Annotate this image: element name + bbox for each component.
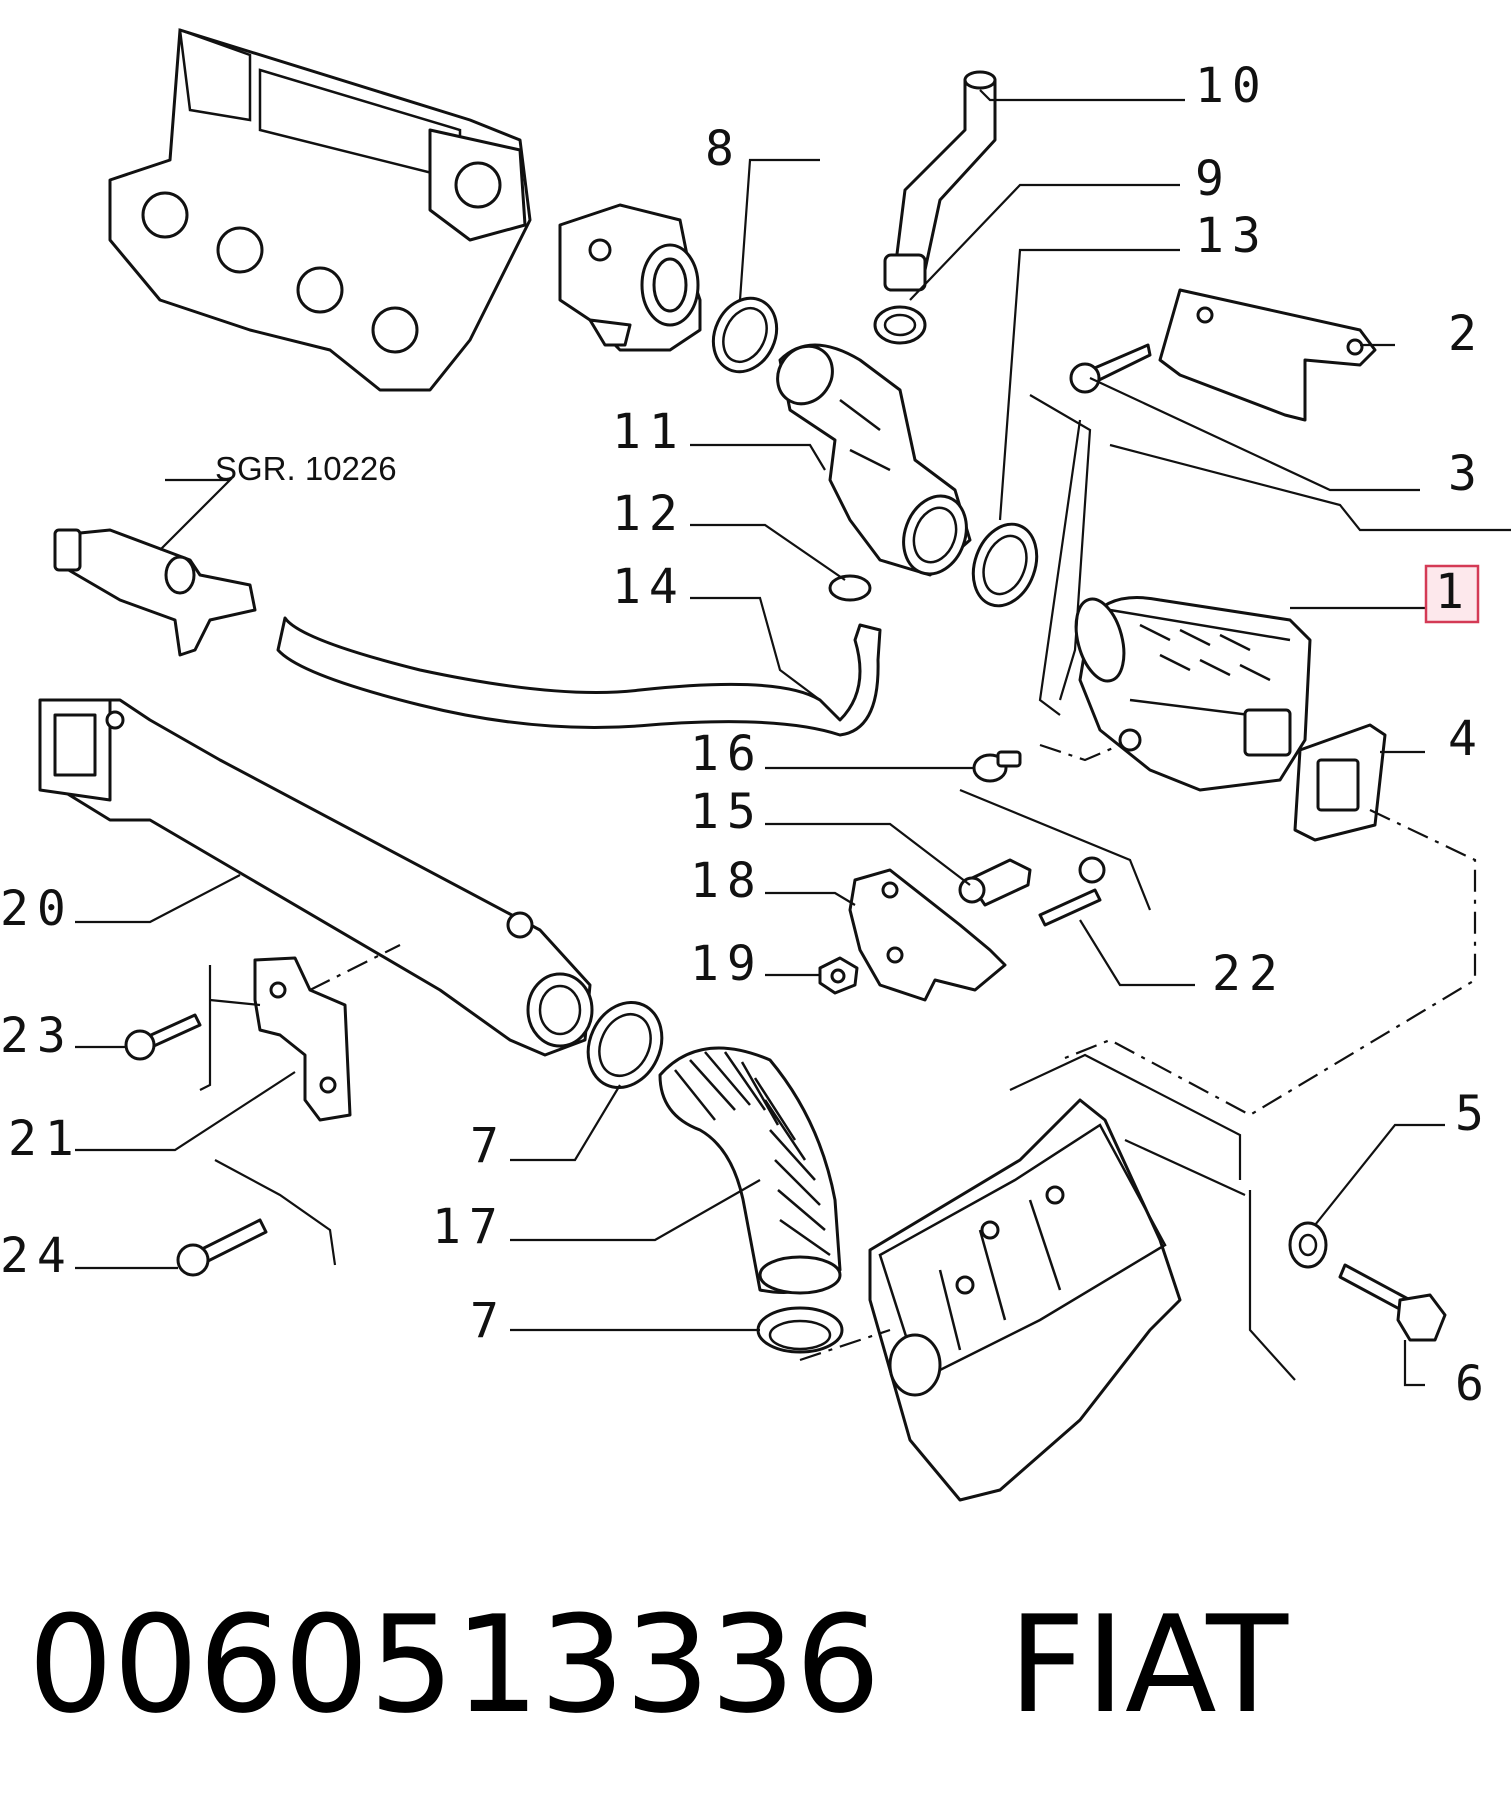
part-footer: 0060513336 FIAT — [28, 1590, 1288, 1740]
callout-20[interactable]: 20 — [0, 881, 74, 937]
callout-14[interactable]: 14 — [612, 559, 686, 615]
throttle-body — [558, 203, 702, 352]
callout-21[interactable]: 21 — [8, 1111, 82, 1167]
bracket-18 — [848, 868, 1007, 1002]
leader-lines — [75, 89, 1511, 1387]
breather-hose-10 — [883, 70, 997, 292]
intake-manifold — [108, 28, 532, 392]
gasket-4 — [1293, 723, 1387, 842]
highlight-box-callout-1 — [1424, 564, 1480, 624]
brand-name: FIAT — [1008, 1587, 1289, 1743]
hose-clamp-9 — [873, 305, 927, 345]
callout-17[interactable]: 17 — [432, 1199, 506, 1255]
bracket-21 — [253, 956, 352, 1122]
injector-sgr — [53, 528, 257, 657]
callout-23[interactable]: 23 — [0, 1008, 74, 1064]
hose-clamp-7-lower — [756, 1306, 844, 1354]
screw-3 — [1069, 343, 1152, 394]
hose-clamp-7-upper — [586, 1000, 664, 1090]
hose-clamp-13 — [971, 522, 1039, 608]
sensor-16 — [972, 750, 1022, 783]
screw-6 — [1338, 1263, 1447, 1342]
clip-12 — [828, 574, 872, 602]
screw-24 — [176, 1218, 268, 1277]
pipe-20 — [38, 698, 594, 1057]
callout-10[interactable]: 10 — [1195, 58, 1269, 114]
callout-15[interactable]: 15 — [690, 784, 764, 840]
callout-5[interactable]: 5 — [1455, 1086, 1492, 1142]
callout-18[interactable]: 18 — [690, 853, 764, 909]
callout-22[interactable]: 22 — [1212, 946, 1286, 1002]
callout-7-lower[interactable]: 7 — [470, 1293, 507, 1349]
callout-11[interactable]: 11 — [612, 404, 686, 460]
callout-8[interactable]: 8 — [705, 121, 742, 177]
air-filter-housing — [868, 1098, 1182, 1502]
callout-19[interactable]: 19 — [690, 936, 764, 992]
callout-9[interactable]: 9 — [1195, 151, 1232, 207]
callout-7-upper[interactable]: 7 — [470, 1118, 507, 1174]
callout-2[interactable]: 2 — [1448, 306, 1485, 362]
washer-5 — [1288, 1221, 1328, 1269]
corrugated-hose-17 — [658, 1046, 842, 1295]
sensor-15 — [958, 858, 1032, 907]
elbow-hose-11 — [776, 343, 972, 577]
screw-23 — [124, 1013, 202, 1061]
callout-1[interactable]: 1 — [1435, 564, 1472, 620]
callout-3[interactable]: 3 — [1448, 446, 1485, 502]
nut-19 — [818, 956, 859, 995]
hose-clamp-8 — [711, 296, 779, 374]
callout-13[interactable]: 13 — [1195, 208, 1269, 264]
part-number: 0060513336 — [28, 1587, 881, 1743]
screw-22 — [1038, 856, 1106, 927]
callout-4[interactable]: 4 — [1448, 711, 1485, 767]
air-flow-meter-1 — [1074, 596, 1312, 792]
sgr-reference-label[interactable]: SGR. 10226 — [215, 450, 397, 487]
callout-24[interactable]: 24 — [0, 1228, 74, 1284]
callout-6[interactable]: 6 — [1455, 1356, 1492, 1412]
callout-12[interactable]: 12 — [612, 486, 686, 542]
hose-14 — [276, 616, 882, 737]
callout-16[interactable]: 16 — [690, 726, 764, 782]
bracket-2 — [1158, 288, 1377, 422]
